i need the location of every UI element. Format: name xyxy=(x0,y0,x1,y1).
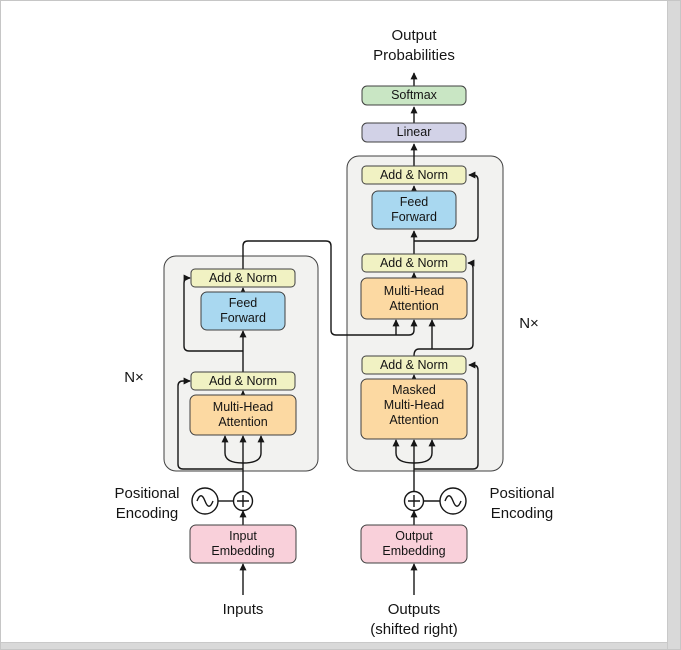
inputs-label: Inputs xyxy=(223,601,264,618)
residual-enc-attention xyxy=(177,377,243,470)
residual-enc-feed-forward xyxy=(183,274,243,352)
positional-encoding-left-line2: Encoding xyxy=(116,505,179,522)
sine-wave-glyph xyxy=(444,495,462,507)
output-probabilities-label-line1: Output xyxy=(391,27,437,44)
residual-dec-feed-forward xyxy=(414,171,479,242)
dec-add-norm-bottom-block xyxy=(361,355,467,375)
enc-add-norm-bottom-label: Add & Norm xyxy=(209,374,277,388)
linear-label: Linear xyxy=(397,125,432,139)
dec-feed-forward-block xyxy=(371,190,457,230)
arrow-enc-input-right-fork xyxy=(242,435,265,464)
dec-add-norm-top-block xyxy=(361,165,467,185)
horizontal-scrollbar[interactable] xyxy=(1,642,670,649)
n-times-label-encoder: N× xyxy=(124,369,144,386)
enc-mha-label-line1: Multi-Head xyxy=(213,400,273,414)
dec-add-norm-top-label: Add & Norm xyxy=(380,168,448,182)
positional-encoding-left-line1: Positional xyxy=(114,485,179,502)
dec-mha-label-line2: Attention xyxy=(389,299,438,313)
encoder-output-to-decoder xyxy=(242,240,418,336)
sine-wave-glyph xyxy=(196,495,214,507)
output-embedding-label-line1: Output xyxy=(395,529,433,543)
enc-add-norm-top-label: Add & Norm xyxy=(209,271,277,285)
outputs-label-line1: Outputs xyxy=(388,601,441,618)
vertical-scrollbar[interactable] xyxy=(667,1,680,649)
dec-feed-forward-label-line1: Feed xyxy=(400,195,429,209)
connector-lines xyxy=(177,72,479,595)
enc-mha-label-line2: Attention xyxy=(218,415,267,429)
input-embedding-label-line1: Input xyxy=(229,529,257,543)
residual-dec-masked-attention xyxy=(414,361,479,470)
dec-mha-label-line1: Multi-Head xyxy=(384,284,444,298)
output-probabilities-label-line2: Probabilities xyxy=(373,47,455,64)
arrow-dec-input-left-fork xyxy=(392,439,415,464)
masked-mha-label-line2: Multi-Head xyxy=(384,398,444,412)
dec-add-norm-bottom-label: Add & Norm xyxy=(380,358,448,372)
enc-multi-head-attention-block xyxy=(189,394,297,436)
plus-glyph xyxy=(237,495,249,507)
arrow-enc-input-left-fork xyxy=(221,435,244,464)
masked-mha-label-line1: Masked xyxy=(392,383,436,397)
input-embedding-block xyxy=(189,524,297,564)
enc-feed-forward-label-line2: Forward xyxy=(220,311,266,325)
enc-add-norm-top-block xyxy=(190,268,296,288)
input-embedding-label-line2: Embedding xyxy=(211,544,274,558)
arrow-dec-input-right-fork xyxy=(413,439,436,464)
output-embedding-label-line2: Embedding xyxy=(382,544,445,558)
enc-feed-forward-label-line1: Feed xyxy=(229,296,258,310)
outputs-label-line2: (shifted right) xyxy=(370,621,458,638)
enc-feed-forward-block xyxy=(200,291,286,331)
dec-multi-head-attention-block xyxy=(360,277,468,320)
enc-add-norm-bottom-block xyxy=(190,371,296,391)
residual-dec-cross-attention xyxy=(413,259,475,357)
dec-add-norm-mid-block xyxy=(361,253,467,273)
linear-block xyxy=(361,122,467,143)
positional-encoding-right-line1: Positional xyxy=(489,485,554,502)
softmax-label: Softmax xyxy=(391,88,438,102)
plus-glyph xyxy=(408,495,420,507)
transformer-architecture-diagram: Softmax Linear Add & Norm Feed Forward A… xyxy=(114,27,554,638)
encoder-stack xyxy=(163,255,319,472)
dec-add-norm-mid-label: Add & Norm xyxy=(380,256,448,270)
positional-encoding-right-line2: Encoding xyxy=(491,505,554,522)
masked-mha-label-line3: Attention xyxy=(389,413,438,427)
masked-multi-head-attention-block xyxy=(360,378,468,440)
dec-feed-forward-label-line2: Forward xyxy=(391,210,437,224)
softmax-block xyxy=(361,85,467,106)
output-embedding-block xyxy=(360,524,468,564)
n-times-label-decoder: N× xyxy=(519,315,539,332)
